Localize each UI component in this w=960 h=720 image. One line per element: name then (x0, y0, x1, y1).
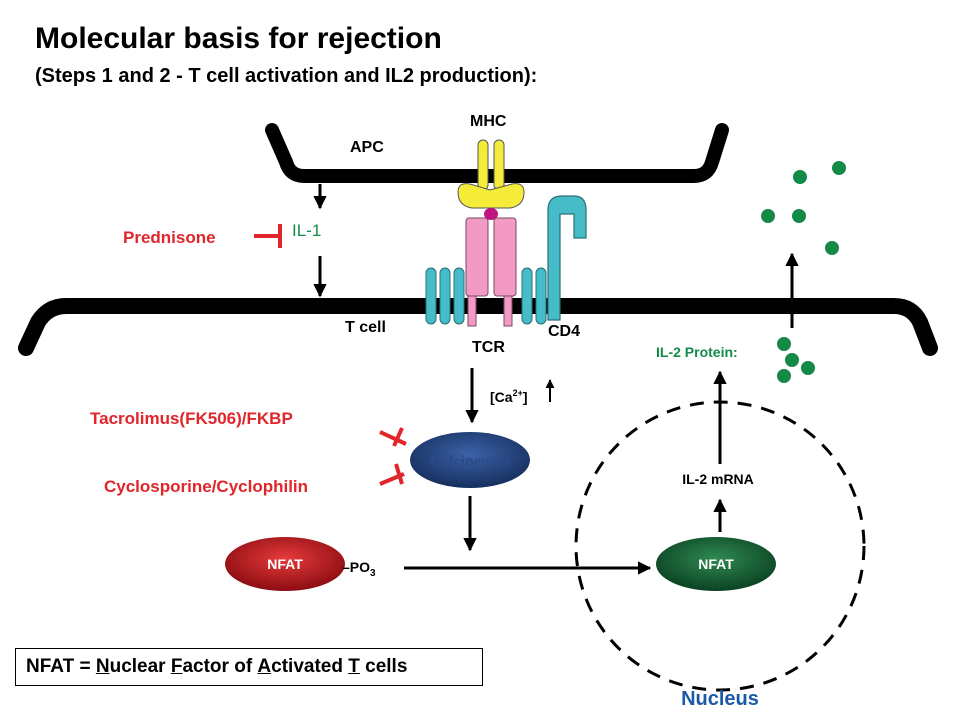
calcineurin-label: Calcineurin (430, 453, 511, 470)
calcineurin-node (410, 432, 530, 488)
nfat-cytoplasm-node (225, 537, 345, 591)
nucleus-label: Nucleus (681, 688, 759, 710)
prednisone-inhibit-icon (254, 224, 282, 248)
tacrolimus-label: Tacrolimus(FK506)/FKBP (90, 409, 293, 428)
cd3-chains (425, 267, 547, 325)
mhc-label: MHC (470, 113, 507, 130)
cyclosporine-inhibit-icon (379, 463, 405, 486)
tcr-label: TCR (472, 339, 505, 356)
footnote-prefix: NFAT = (26, 656, 96, 677)
cd4-label: CD4 (548, 323, 580, 340)
footnote-word-factor: Factor of (170, 656, 258, 677)
footnote-word-nuclear: Nuclear (95, 656, 171, 677)
cd4-coreceptor (547, 195, 587, 321)
page-title: Molecular basis for rejection (35, 22, 442, 55)
t-cell-label: T cell (345, 319, 386, 336)
footnote-word-activated: Activated (257, 656, 349, 677)
prednisone-label: Prednisone (123, 228, 216, 247)
footnote-word-t-cells: T cells (348, 656, 408, 677)
il2-protein-label: IL-2 Protein: (656, 344, 738, 360)
il2-protein-dots-intracellular (777, 337, 815, 383)
tcr-receptor (465, 217, 517, 327)
nfat-nucleus-node (656, 537, 776, 591)
tacrolimus-inhibit-icon (379, 427, 407, 447)
calcium-label: [Ca2+] (490, 388, 528, 405)
nfat-cytoplasm-label: NFAT (267, 556, 303, 572)
nfat-nucleus-label: NFAT (698, 556, 734, 572)
page-subtitle: (Steps 1 and 2 - T cell activation and I… (35, 65, 537, 87)
il2-protein-dots-secreted (761, 161, 846, 255)
il1-label: IL-1 (292, 221, 321, 240)
cyclosporine-label: Cyclosporine/Cyclophilin (104, 477, 308, 496)
mhc-molecule (457, 139, 525, 220)
t-cell-membrane (18, 298, 938, 356)
nfat-definition-box: NFAT = Nuclear Factor of Activated T cel… (15, 648, 483, 686)
po3-label: –PO3 (342, 559, 376, 579)
apc-label: APC (350, 139, 384, 156)
il2-mrna-label: IL-2 mRNA (682, 471, 754, 487)
